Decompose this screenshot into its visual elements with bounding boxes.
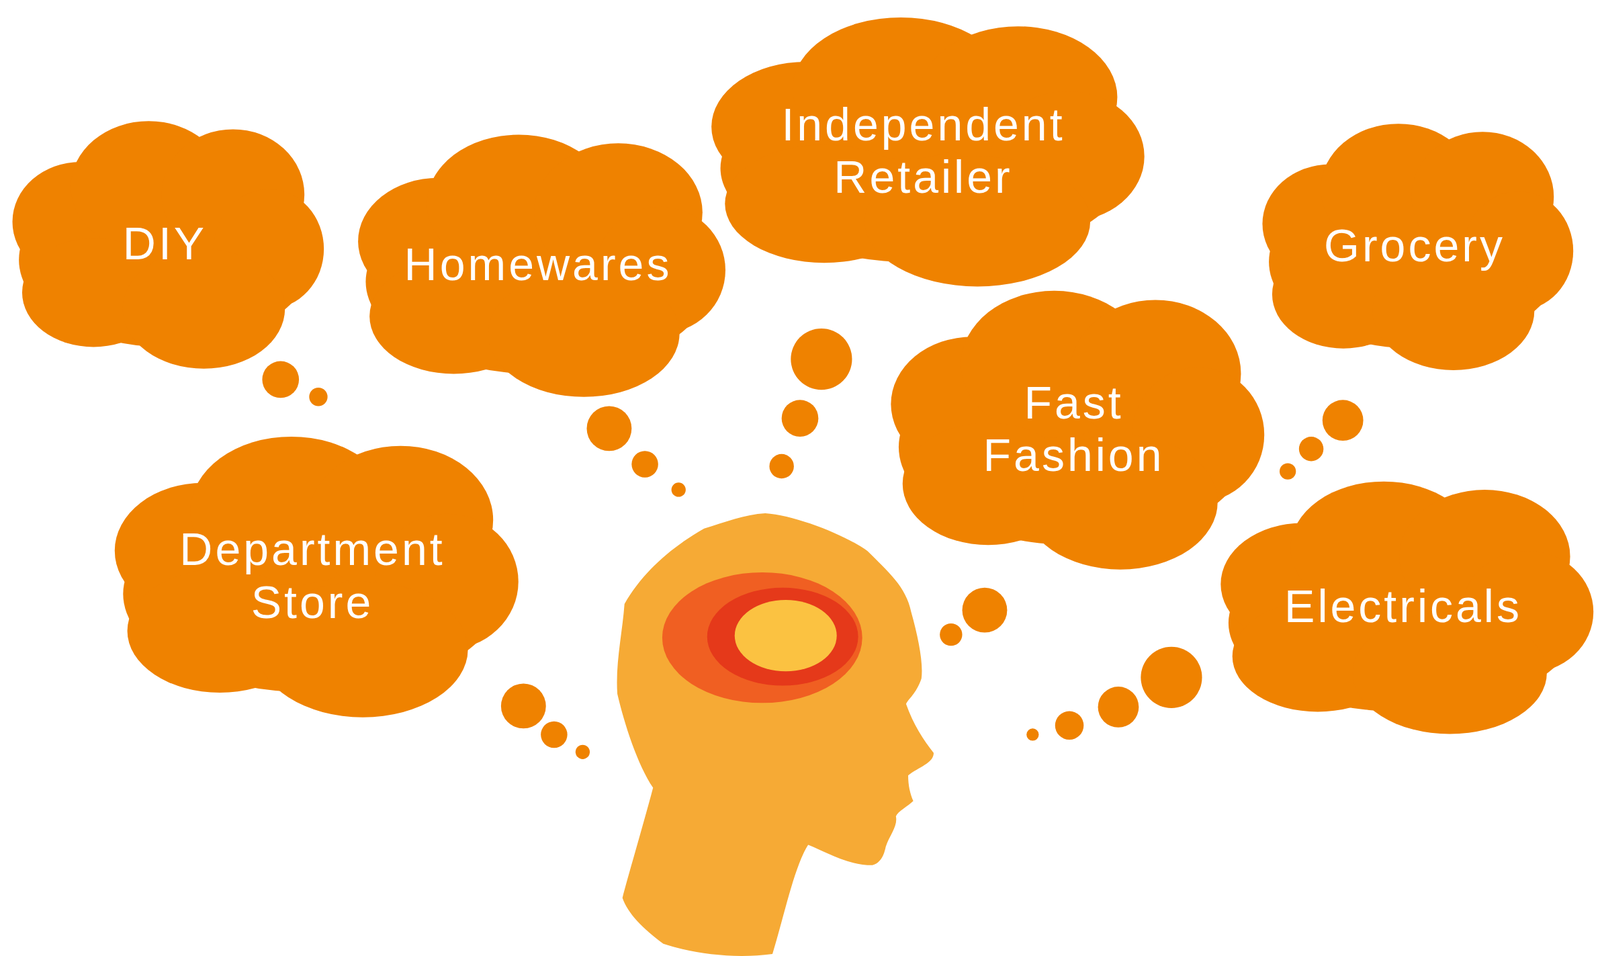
cloud-label: Fast Fashion xyxy=(969,376,1179,481)
thought-cloud: DIY xyxy=(2,107,328,380)
cloud-label: Independent Retailer xyxy=(765,98,1081,203)
cloud-label: Department Store xyxy=(167,522,457,628)
thought-cloud: Grocery xyxy=(1252,110,1577,381)
cloud-shape xyxy=(879,275,1269,582)
brain-middle xyxy=(707,587,859,686)
cloud-label: DIY xyxy=(122,216,207,270)
cloud-shape xyxy=(102,421,523,730)
thought-cloud: Homewares xyxy=(346,120,730,409)
thought-cloud: Department Store xyxy=(102,421,523,730)
thought-cloud: Independent Retailer xyxy=(697,2,1149,299)
brain-outer xyxy=(662,572,863,703)
thought-cloud: Electricals xyxy=(1209,467,1598,745)
cloud-label: Homewares xyxy=(404,237,673,291)
brain-core xyxy=(734,599,837,672)
head-silhouette xyxy=(617,513,934,956)
thought-cloud: Fast Fashion xyxy=(879,275,1269,582)
cloud-label: Grocery xyxy=(1323,218,1506,272)
cloud-label: Electricals xyxy=(1284,579,1523,633)
cloud-shape xyxy=(697,2,1149,299)
